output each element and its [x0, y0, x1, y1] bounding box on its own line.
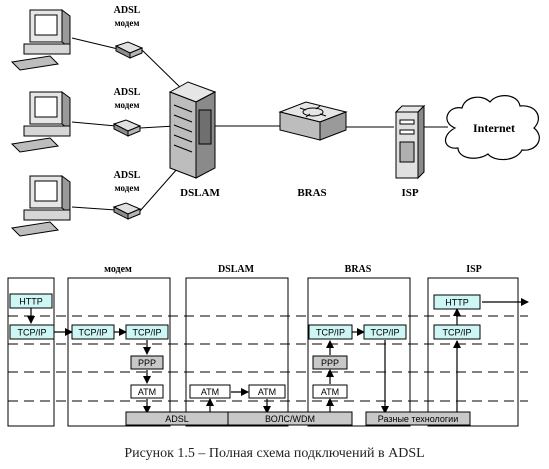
svg-text:ATM: ATM: [201, 387, 219, 397]
dslam-label: DSLAM: [180, 187, 220, 199]
flow-arrows: [27, 298, 529, 415]
svg-text:ADSL: ADSL: [165, 414, 189, 424]
svg-text:PPP: PPP: [138, 358, 156, 368]
tcp-ip-box: TCP/IP: [9, 324, 55, 340]
atm-box: ATM: [130, 384, 164, 399]
ppp-box: PPP: [312, 355, 348, 370]
svg-text:TCP/IP: TCP/IP: [78, 328, 107, 338]
adsl-bar: ADSL: [125, 411, 229, 426]
layer-separators: [8, 315, 528, 402]
bras-router-icon: [278, 101, 348, 141]
modem-label-line1: ADSL: [114, 5, 141, 16]
http-box: HTTP: [9, 293, 53, 309]
tcp-ip-box: TCP/IP: [71, 324, 115, 340]
svg-text:ATM: ATM: [258, 387, 276, 397]
svg-text:TCP/IP: TCP/IP: [316, 328, 345, 338]
isp-server-icon: [394, 104, 426, 180]
ppp-box: PPP: [130, 355, 164, 370]
atm-box: ATM: [189, 384, 231, 399]
svg-text:TCP/IP: TCP/IP: [442, 328, 471, 338]
internet-cloud-icon: [445, 95, 540, 161]
svg-text:HTTP: HTTP: [445, 298, 469, 308]
column-header-bras: BRAS: [345, 264, 372, 275]
atm-box: ATM: [312, 384, 348, 399]
modem-icon: [114, 41, 144, 59]
svg-text:TCP/IP: TCP/IP: [370, 328, 399, 338]
volc-wdm-bar: ВОЛС/WDM: [227, 411, 353, 426]
svg-text:PPP: PPP: [321, 358, 339, 368]
tcp-ip-box: TCP/IP: [308, 324, 353, 340]
modem-icon: [112, 119, 142, 137]
protocol-stack-diagram: модем DSLAM BRAS ISP: [7, 264, 529, 427]
tcp-ip-box: TCP/IP: [363, 324, 407, 340]
modem-label-line1: ADSL: [114, 170, 141, 181]
svg-text:TCP/IP: TCP/IP: [132, 328, 161, 338]
column-frames: [7, 277, 519, 427]
svg-text:ATM: ATM: [138, 387, 156, 397]
svg-text:ВОЛС/WDM: ВОЛС/WDM: [265, 414, 315, 424]
various-technologies-bar: Разные технологии: [365, 411, 471, 426]
svg-text:ATM: ATM: [321, 387, 339, 397]
column-header-isp: ISP: [466, 264, 482, 275]
dslam-rack-icon: [168, 81, 217, 179]
modem-label-line2: модем: [115, 18, 140, 28]
network-topology: ADSL модем ADSL модем ADSL модем DSLAM B…: [10, 5, 540, 237]
modem-label-line2: модем: [115, 183, 140, 193]
column-header-dslam: DSLAM: [218, 264, 255, 275]
figure-caption: Рисунок 1.5 – Полная схема подключений в…: [124, 446, 425, 461]
svg-text:HTTP: HTTP: [19, 297, 43, 307]
internet-label: Internet: [473, 121, 515, 135]
atm-box: ATM: [248, 384, 286, 399]
modem-label-line2: модем: [115, 100, 140, 110]
isp-label: ISP: [401, 187, 418, 199]
column-header-modem: модем: [104, 264, 132, 275]
computer-icon: [10, 9, 71, 71]
svg-text:Разные технологии: Разные технологии: [378, 414, 458, 424]
computer-icon: [10, 91, 71, 153]
svg-text:TCP/IP: TCP/IP: [17, 328, 46, 338]
tcp-ip-box: TCP/IP: [125, 324, 169, 340]
modem-label-line1: ADSL: [114, 87, 141, 98]
tcp-ip-box: TCP/IP: [433, 324, 481, 340]
http-box: HTTP: [433, 294, 481, 310]
modem-icon: [112, 202, 142, 220]
bras-label: BRAS: [297, 187, 326, 199]
computer-icon: [10, 175, 71, 237]
